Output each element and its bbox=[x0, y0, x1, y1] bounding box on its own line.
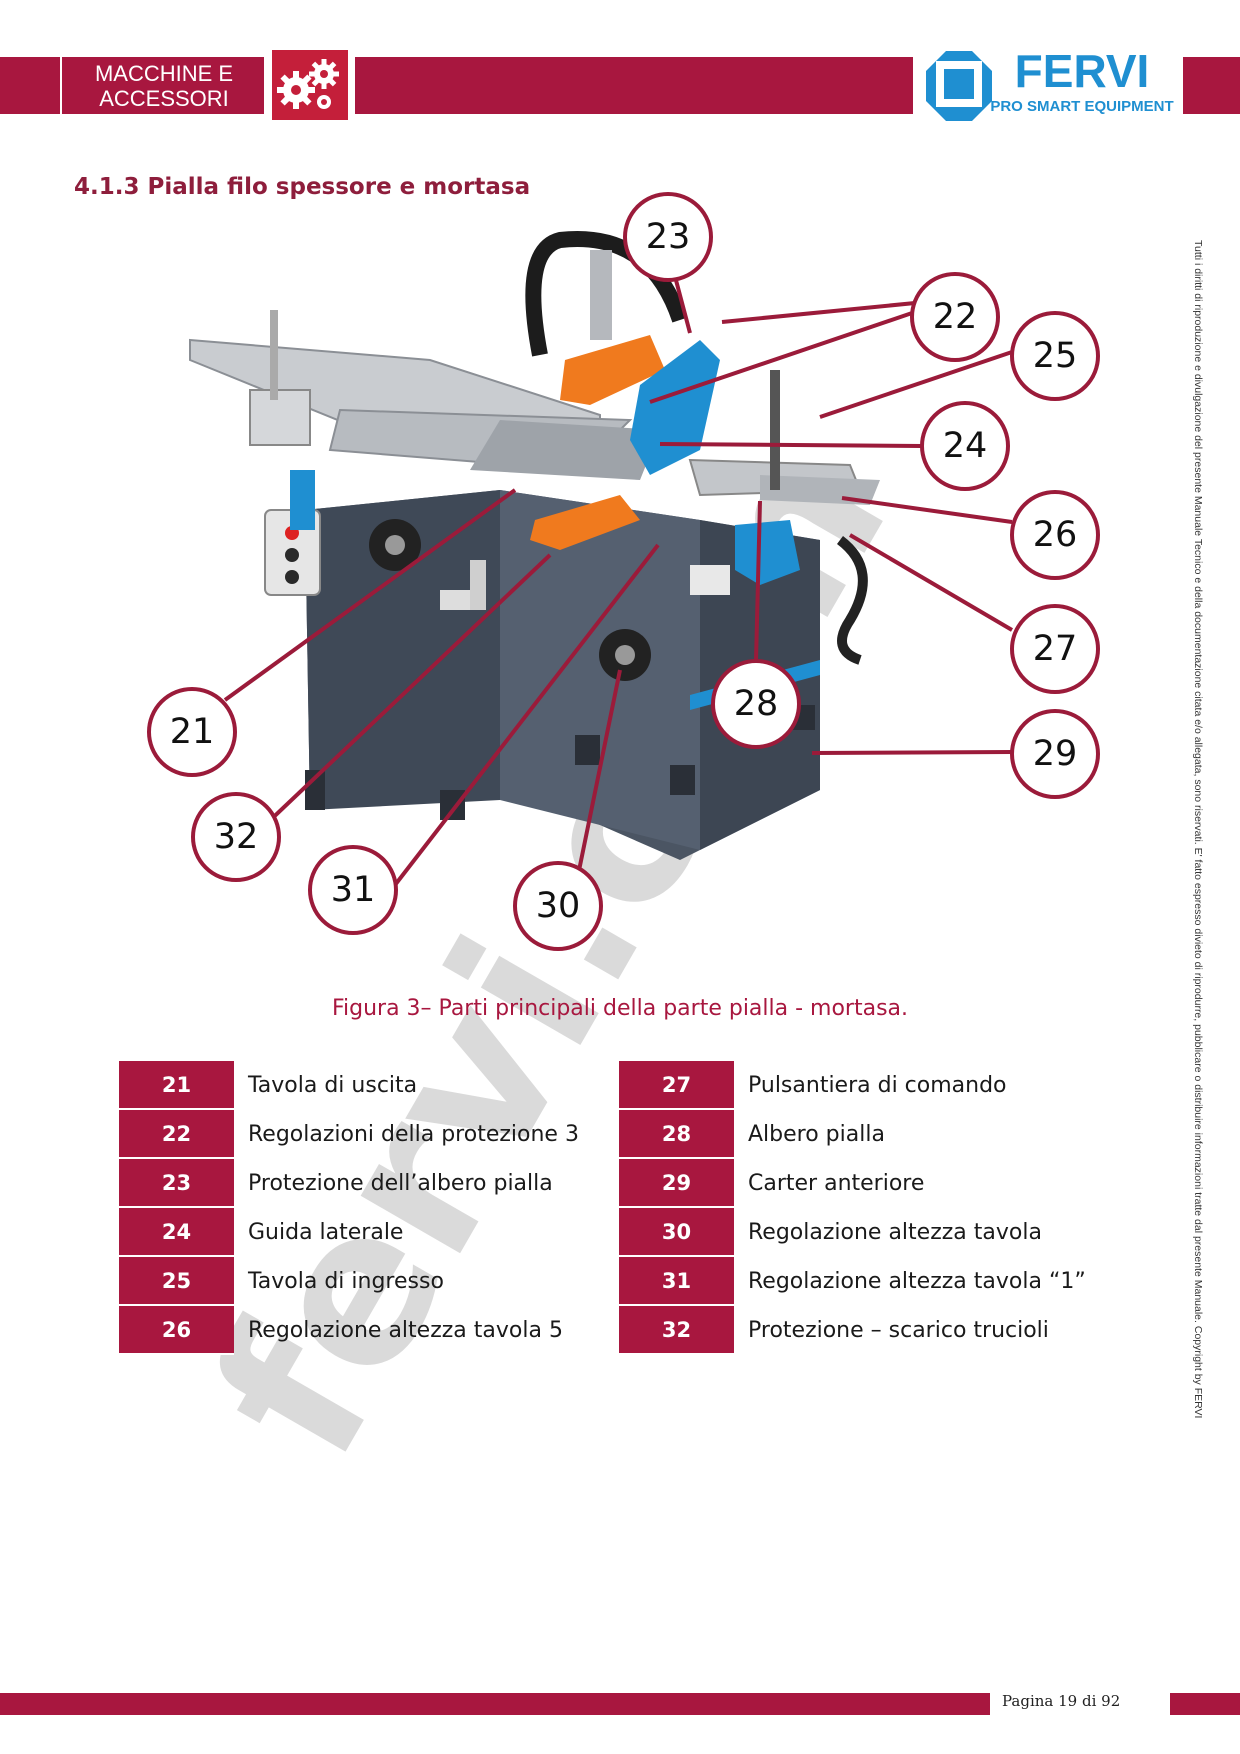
callout-23: 23 bbox=[623, 192, 713, 282]
part-number: 32 bbox=[619, 1306, 734, 1355]
guards bbox=[290, 335, 800, 585]
part-label: Tavola di uscita bbox=[248, 1073, 418, 1098]
footer-bar-right bbox=[1170, 1693, 1240, 1715]
part-number: 21 bbox=[119, 1061, 234, 1110]
part-label: Regolazione altezza tavola 5 bbox=[248, 1318, 563, 1343]
part-number: 24 bbox=[119, 1208, 234, 1257]
callout-21: 21 bbox=[147, 687, 237, 777]
page-number: Pagina 19 di 92 bbox=[1002, 1692, 1121, 1710]
parts-row: 31 Regolazione altezza tavola “1” bbox=[619, 1257, 1109, 1306]
callout-27: 27 bbox=[1010, 604, 1100, 694]
parts-row: 26 Regolazione altezza tavola 5 bbox=[119, 1306, 609, 1355]
parts-row: 25 Tavola di ingresso bbox=[119, 1257, 609, 1306]
copyright-note: Tutti i diritti di riproduzione e divulg… bbox=[1192, 240, 1204, 1419]
parts-table-left: 21 Tavola di uscita 22 Regolazioni della p… bbox=[119, 1061, 609, 1355]
footer-bar-left bbox=[0, 1693, 990, 1715]
category-line-2: ACCESSORI bbox=[99, 85, 229, 111]
callout-29: 29 bbox=[1010, 709, 1100, 799]
planer-tables bbox=[189, 310, 880, 505]
parts-row: 29 Carter anteriore bbox=[619, 1159, 1109, 1208]
header-bar-left bbox=[0, 57, 264, 114]
category-line-1: MACCHINE E bbox=[94, 60, 234, 86]
brand-tagline: PRO SMART EQUIPMENT bbox=[990, 98, 1173, 115]
part-number: 29 bbox=[619, 1159, 734, 1208]
part-label: Protezione dell’albero pialla bbox=[248, 1171, 553, 1196]
part-number: 23 bbox=[119, 1159, 234, 1208]
fervi-logo: FERVI PRO SMART EQUIPMENT bbox=[922, 45, 1177, 125]
callout-28-label: 28 bbox=[734, 684, 779, 724]
part-number: 31 bbox=[619, 1257, 734, 1306]
part-number: 26 bbox=[119, 1306, 234, 1355]
parts-row: 27 Pulsantiera di comando bbox=[619, 1061, 1109, 1110]
figure-caption: Figura 3– Parti principali della parte p… bbox=[331, 996, 909, 1021]
gears-icon bbox=[272, 50, 348, 120]
parts-row: 28 Albero pialla bbox=[619, 1110, 1109, 1159]
section-title: 4.1.3 Pialla filo spessore e mortasa bbox=[74, 174, 531, 200]
part-label: Albero pialla bbox=[748, 1122, 885, 1147]
parts-table-right: 27 Pulsantiera di comando 28 Albero pialla… bbox=[619, 1061, 1109, 1355]
callout-25: 25 bbox=[1010, 311, 1100, 401]
callout-30-label: 30 bbox=[536, 886, 581, 926]
callout-29-label: 29 bbox=[1033, 734, 1078, 774]
part-number: 25 bbox=[119, 1257, 234, 1306]
part-label: Regolazione altezza tavola “1” bbox=[748, 1269, 1086, 1294]
part-label: Guida laterale bbox=[248, 1220, 404, 1245]
callout-31: 31 bbox=[308, 845, 398, 935]
part-number: 28 bbox=[619, 1110, 734, 1159]
callout-26: 26 bbox=[1010, 490, 1100, 580]
parts-row: 22 Regolazioni della protezione 3 bbox=[119, 1110, 609, 1159]
part-number: 30 bbox=[619, 1208, 734, 1257]
parts-row: 30 Regolazione altezza tavola bbox=[619, 1208, 1109, 1257]
parts-row: 32 Protezione – scarico trucioli bbox=[619, 1306, 1109, 1355]
machine-illustration: 23 22 25 24 26 27 28 29 21 32 31 30 bbox=[147, 192, 1100, 951]
header-bar-right bbox=[1183, 57, 1240, 114]
callout-27-label: 27 bbox=[1033, 629, 1078, 669]
callout-24: 24 bbox=[920, 401, 1010, 491]
callout-31-label: 31 bbox=[331, 870, 376, 910]
callout-23-label: 23 bbox=[646, 217, 691, 257]
callout-22-label: 22 bbox=[933, 297, 978, 337]
callout-22: 22 bbox=[910, 272, 1000, 362]
part-number: 22 bbox=[119, 1110, 234, 1159]
callout-25-label: 25 bbox=[1033, 336, 1078, 376]
header-bar-middle bbox=[355, 57, 913, 114]
category-label: MACCHINE E ACCESSORI bbox=[60, 57, 266, 114]
callout-32-label: 32 bbox=[214, 817, 259, 857]
callout-30: 30 bbox=[513, 861, 603, 951]
part-label: Protezione – scarico trucioli bbox=[748, 1318, 1049, 1343]
part-label: Pulsantiera di comando bbox=[748, 1073, 1007, 1098]
callout-21-label: 21 bbox=[170, 712, 215, 752]
parts-row: 23 Protezione dell’albero pialla bbox=[119, 1159, 609, 1208]
callout-28: 28 bbox=[711, 659, 801, 749]
callout-26-label: 26 bbox=[1033, 515, 1078, 555]
callout-24-label: 24 bbox=[943, 426, 988, 466]
callout-32: 32 bbox=[191, 792, 281, 882]
part-label: Regolazioni della protezione 3 bbox=[248, 1122, 579, 1147]
parts-row: 24 Guida laterale bbox=[119, 1208, 609, 1257]
machine-figure: 23 22 25 24 26 27 28 29 21 32 31 30 bbox=[0, 190, 1240, 970]
brand-name: FERVI bbox=[1015, 47, 1150, 97]
part-label: Regolazione altezza tavola bbox=[748, 1220, 1042, 1245]
parts-row: 21 Tavola di uscita bbox=[119, 1061, 609, 1110]
part-label: Carter anteriore bbox=[748, 1171, 925, 1196]
part-label: Tavola di ingresso bbox=[248, 1269, 444, 1294]
part-number: 27 bbox=[619, 1061, 734, 1110]
